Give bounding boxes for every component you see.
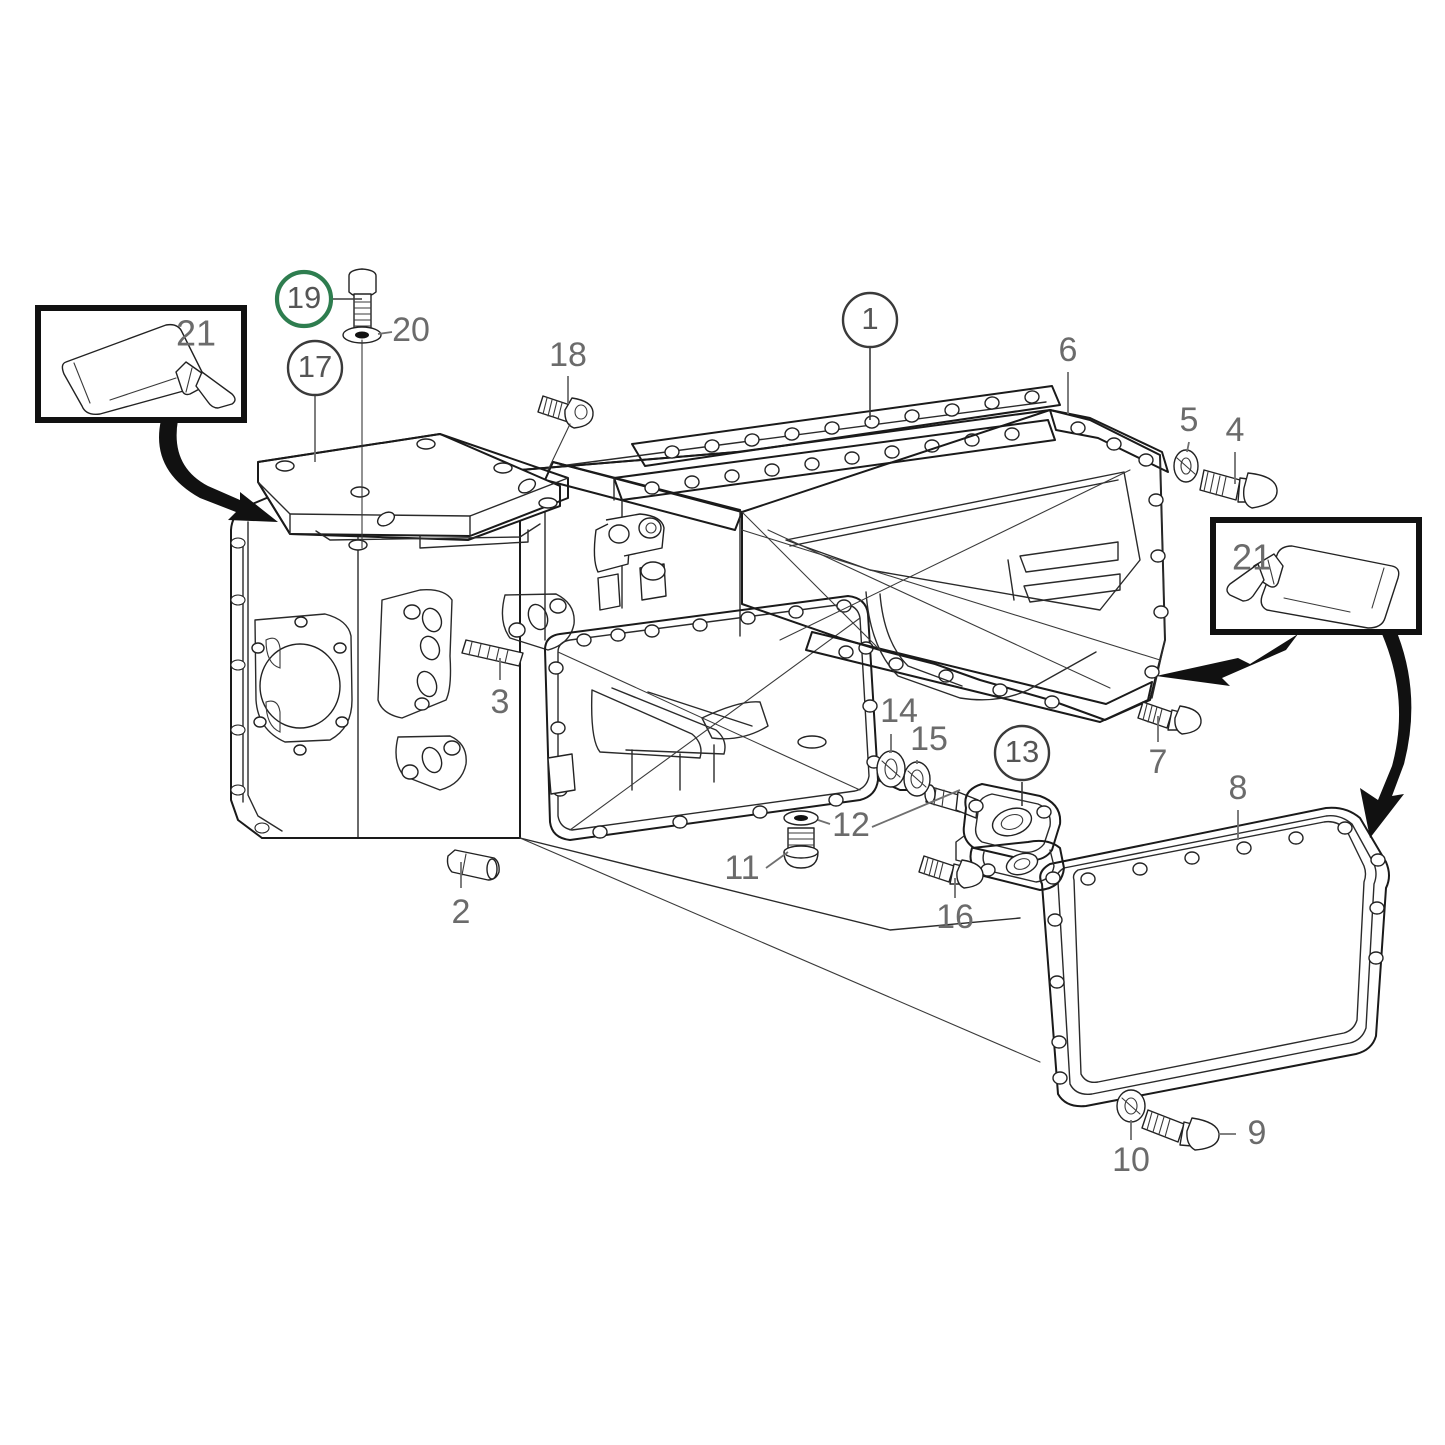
callout-13-label: 13 (1005, 734, 1039, 769)
hex-bolt (1199, 469, 1278, 509)
callout-18-label: 18 (549, 336, 587, 374)
callout-6-label: 6 (1059, 331, 1078, 369)
callout-7[interactable]: 7 (1149, 743, 1168, 781)
sealant-tube-icon (1226, 545, 1400, 629)
internal-boss-tubes (593, 513, 667, 611)
callout-15[interactable]: 15 (910, 720, 948, 758)
internal-shafts (547, 687, 827, 795)
callout-11[interactable]: 11 (724, 849, 759, 887)
plate-washer (342, 326, 382, 344)
sealant-arrow-left (159, 420, 278, 522)
callout-10-label: 10 (1112, 1141, 1150, 1179)
callout-16-label: 16 (936, 898, 974, 936)
callout-17-label: 17 (298, 349, 332, 384)
inset-box-right-label: 21 (1232, 537, 1272, 578)
callout-19[interactable]: 19 (274, 269, 334, 329)
callout-6[interactable]: 6 (1059, 331, 1078, 369)
callout-18[interactable]: 18 (549, 336, 587, 374)
highlight-ring (274, 269, 334, 329)
callout-4-label: 4 (1226, 411, 1245, 449)
callout-13[interactable]: 13 (993, 724, 1051, 782)
hex-bolt-small (1137, 701, 1202, 735)
callout-2-label: 2 (452, 893, 471, 931)
callout-10[interactable]: 10 (1112, 1141, 1150, 1179)
callout-15-label: 15 (910, 720, 948, 758)
housing-main-body (230, 385, 1061, 931)
callout-4[interactable]: 4 (1226, 411, 1245, 449)
leader-lines (314, 298, 1239, 1140)
sealing-ring (783, 810, 819, 826)
callout-20-label: 20 (392, 311, 430, 349)
flat-washer (1173, 449, 1199, 483)
callout-19-label: 19 (287, 280, 321, 315)
sealant-tube-icon (61, 323, 236, 416)
callout-5-label: 5 (1180, 401, 1199, 439)
top-cover-plate (257, 433, 569, 551)
housing-side-cover (741, 409, 1169, 723)
callout-12-label: 12 (832, 806, 870, 844)
callout-1-label: 1 (861, 301, 878, 336)
callout-17[interactable]: 17 (286, 339, 344, 397)
callout-16[interactable]: 16 (936, 898, 974, 936)
cover-plate-bolt (348, 268, 377, 334)
callout-2[interactable]: 2 (452, 893, 471, 931)
callout-1[interactable]: 1 (841, 291, 899, 349)
socket-head-bolt (537, 395, 594, 429)
roll-pin (461, 639, 524, 667)
callout-7-label: 7 (1149, 743, 1168, 781)
sealant-arrow-right-upper (1156, 634, 1298, 686)
sealant-arrow-right-lower (1360, 630, 1412, 838)
valve-block (924, 783, 1065, 891)
callout-14[interactable]: 14 (880, 692, 918, 730)
callout-8[interactable]: 8 (1229, 769, 1248, 807)
callout-14-label: 14 (880, 692, 918, 730)
callout-9[interactable]: 9 (1248, 1114, 1267, 1152)
callout-5[interactable]: 5 (1180, 401, 1199, 439)
callout-11-label: 11 (724, 849, 759, 887)
callout-20[interactable]: 20 (392, 311, 430, 349)
callout-3-label: 3 (491, 683, 510, 721)
callout-8-label: 8 (1229, 769, 1248, 807)
valve-bolt (918, 855, 984, 889)
output-flange-port (251, 613, 353, 756)
callout-3[interactable]: 3 (491, 683, 510, 721)
inset-box-left-label: 21 (176, 313, 216, 354)
drain-plug (783, 827, 819, 869)
callout-9-label: 9 (1248, 1114, 1267, 1152)
cover-bolt (1141, 1109, 1220, 1151)
callout-12[interactable]: 12 (832, 806, 870, 844)
front-face-ports (377, 589, 575, 791)
